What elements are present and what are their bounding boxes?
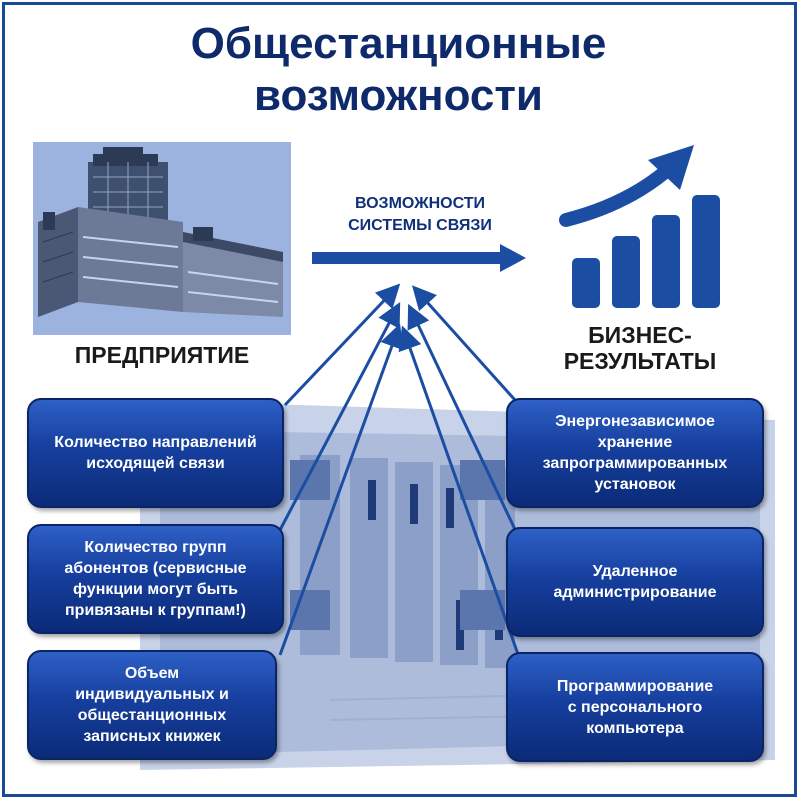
comm-label-line-1: ВОЗМОЖНОСТИ [354,195,486,212]
comm-label-line-2: СИСТЕМЫ СВЯЗИ [348,217,492,234]
title-line-1: Общестанционные [190,19,607,68]
feature-text: Программирование [556,677,714,695]
feature-text: исходящей связи [86,455,225,472]
feature-text: Количество групп [84,539,227,556]
feature-text: привязаны к группам!) [65,602,246,619]
feature-text: администрирование [553,584,717,601]
feature-text: хранение [597,434,673,451]
feature-text: Удаленное [592,563,678,580]
feature-box-phonebooks: Объем индивидуальных и общестанционных з… [27,650,277,760]
feature-text: записных книжек [83,728,221,745]
feature-box-remote-admin: Удаленное администрирование [506,527,764,637]
feature-text: Количество направлений [54,434,257,451]
feature-text: Объем [124,665,180,682]
feature-text: абонентов (сервисные [64,560,247,577]
feature-text: индивидуальных и [75,686,229,703]
feature-text: установок [594,476,676,493]
title-line-2: возможности [254,71,543,120]
feature-text: общестанционных [77,707,227,724]
page-title: Общестанционные возможности [0,18,797,122]
feature-box-nonvolatile-storage: Энергонезависимое хранение запрограммиро… [506,398,764,508]
feature-text: запрограммированных [542,455,728,472]
feature-text: функции могут быть [73,581,238,598]
business-results-label: БИЗНЕС- РЕЗУЛЬТАТЫ [520,322,760,374]
feature-box-pc-programming: Программирование с персонального компьют… [506,652,764,762]
feature-text: Энергонезависимое [555,413,715,430]
comm-capabilities-label: ВОЗМОЖНОСТИ СИСТЕМЫ СВЯЗИ [300,193,540,237]
feature-box-outgoing-directions: Количество направлений исходящей связи [27,398,284,508]
results-label-line-1: БИЗНЕС- [588,322,692,348]
factory-illustration [33,142,291,335]
results-label-line-2: РЕЗУЛЬТАТЫ [563,348,717,374]
feature-text: с персонального [567,698,703,716]
enterprise-label: ПРЕДПРИЯТИЕ [74,342,250,368]
feature-box-subscriber-groups: Количество групп абонентов (сервисные фу… [27,524,284,634]
feature-text: компьютера [586,719,684,737]
